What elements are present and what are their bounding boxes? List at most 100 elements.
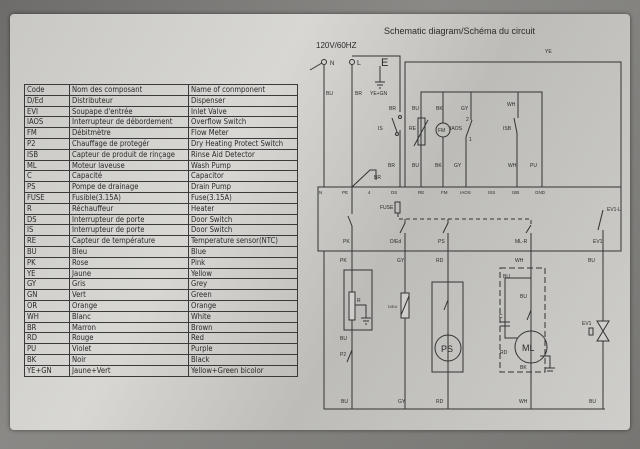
sensor-wiring	[420, 91, 543, 187]
board-pin-label: ISB	[512, 190, 519, 195]
relay-label: PK	[343, 239, 350, 245]
wire-label: GY	[461, 106, 469, 112]
p2-label: P2	[340, 352, 346, 358]
wire-label: RD	[436, 399, 444, 405]
wire-label: BU	[503, 274, 510, 280]
relay-label: D/Ed	[390, 239, 401, 245]
heater-icon	[343, 269, 373, 331]
wire-label: YE+GN	[370, 91, 387, 97]
legend-english-name: Drain Pump	[188, 181, 298, 193]
wire-label: RD	[436, 258, 444, 264]
inlet-valve-icon	[588, 320, 610, 342]
wire-label: 2	[466, 117, 469, 123]
schematic-title: Schematic diagram/Schéma du circuit	[384, 26, 536, 36]
legend-english-name: Yellow+Green bicolor	[188, 364, 298, 377]
wire-label: RE	[409, 126, 417, 132]
wire-label: WH	[515, 258, 524, 264]
capacitor-label: C	[499, 314, 503, 320]
wire-label: BK	[520, 365, 527, 371]
wire-label: BU	[520, 294, 527, 300]
wire-label: WH	[507, 102, 516, 108]
heater-label: R	[357, 298, 361, 304]
dispenser-coil-icon	[400, 292, 410, 319]
overflow-switch-icon	[465, 119, 473, 138]
wire-label: BU	[412, 106, 419, 112]
wire-label: YE	[545, 49, 552, 55]
wire-label: IAOS	[450, 126, 463, 132]
relay-label: PS	[438, 239, 445, 245]
wash-pump-box	[499, 267, 555, 373]
wire-label: BR	[389, 106, 396, 112]
drain-pump-box	[431, 281, 464, 373]
board-pin-label: ISS	[488, 190, 495, 195]
wire-label: GY	[398, 399, 406, 405]
wire-label: PK	[340, 258, 347, 264]
board-pin-label: IAOS	[460, 190, 471, 195]
wire-label: BK	[435, 163, 442, 169]
terminal-l-label: L	[357, 60, 361, 67]
legend-english-name: Heater	[188, 202, 298, 215]
wire-label: IS	[378, 126, 383, 132]
wire-label: WH	[508, 163, 517, 169]
relay-common-line	[397, 213, 532, 225]
board-pin-label: DS	[391, 190, 397, 195]
fuse-icon	[394, 201, 401, 214]
board-pin-label: N	[319, 190, 322, 195]
board-pin-labels: N PE 4 DS RE FM IAOS ISS ISB GND	[319, 190, 546, 195]
component-legend-table: Code Nom des composant Name of conmponen…	[24, 84, 298, 377]
terminal-l	[349, 59, 355, 65]
inlet-valve-label: EV1	[582, 321, 592, 327]
terminal-e-label: E	[381, 57, 388, 69]
wire-label: BR	[355, 91, 362, 97]
board-pin-label: PE	[342, 190, 348, 195]
fm-label: FM	[438, 128, 445, 134]
board-pin-label: FM	[441, 190, 448, 195]
wire-label: BR	[388, 163, 395, 169]
wire-label: ISB	[503, 126, 512, 132]
board-pin-label: GND	[535, 190, 546, 195]
terminal-n-label: N	[330, 61, 334, 67]
wire-label: BU	[588, 258, 595, 264]
relay-label: ML-R	[515, 239, 528, 245]
wire-label: BU	[341, 399, 348, 405]
wash-pump-icon	[514, 330, 548, 364]
bottom-wiring	[323, 251, 605, 410]
wire-label: BU	[340, 336, 347, 342]
drain-pump-icon	[434, 334, 462, 362]
drain-pump-label: PS	[441, 344, 453, 354]
terminal-n	[321, 59, 327, 65]
board-pin-label: 4	[368, 190, 371, 195]
wire-label: BU	[589, 399, 596, 405]
legend-english-name: Door Switch	[188, 224, 298, 237]
board-pin-label: RE	[418, 190, 424, 195]
ntc-sensor-icon	[417, 117, 426, 146]
wire-label: BK	[436, 106, 443, 112]
legend-english-name: Temperature sensor(NTC)	[188, 235, 298, 247]
wire-label: BU	[412, 163, 419, 169]
legend-english-name: Rinse Aid Detector	[188, 148, 298, 161]
wire-label: BU	[326, 91, 333, 97]
wire-label: RD	[500, 350, 508, 356]
wash-pump-label: ML	[522, 343, 535, 353]
rinse-aid-switch-icon	[513, 117, 518, 134]
relay-label: EV1-L	[607, 207, 621, 213]
ground-icon	[375, 66, 385, 89]
legend-english-name: Dry Heating Protect Switch	[188, 137, 298, 150]
fuse-label: FUSE	[380, 205, 394, 211]
wire-label: GY	[397, 258, 405, 264]
wire-label: PU	[530, 163, 537, 169]
legend-english-name: Capacitor	[188, 170, 298, 183]
legend-english-name: Fuse(3.15A)	[188, 191, 298, 204]
